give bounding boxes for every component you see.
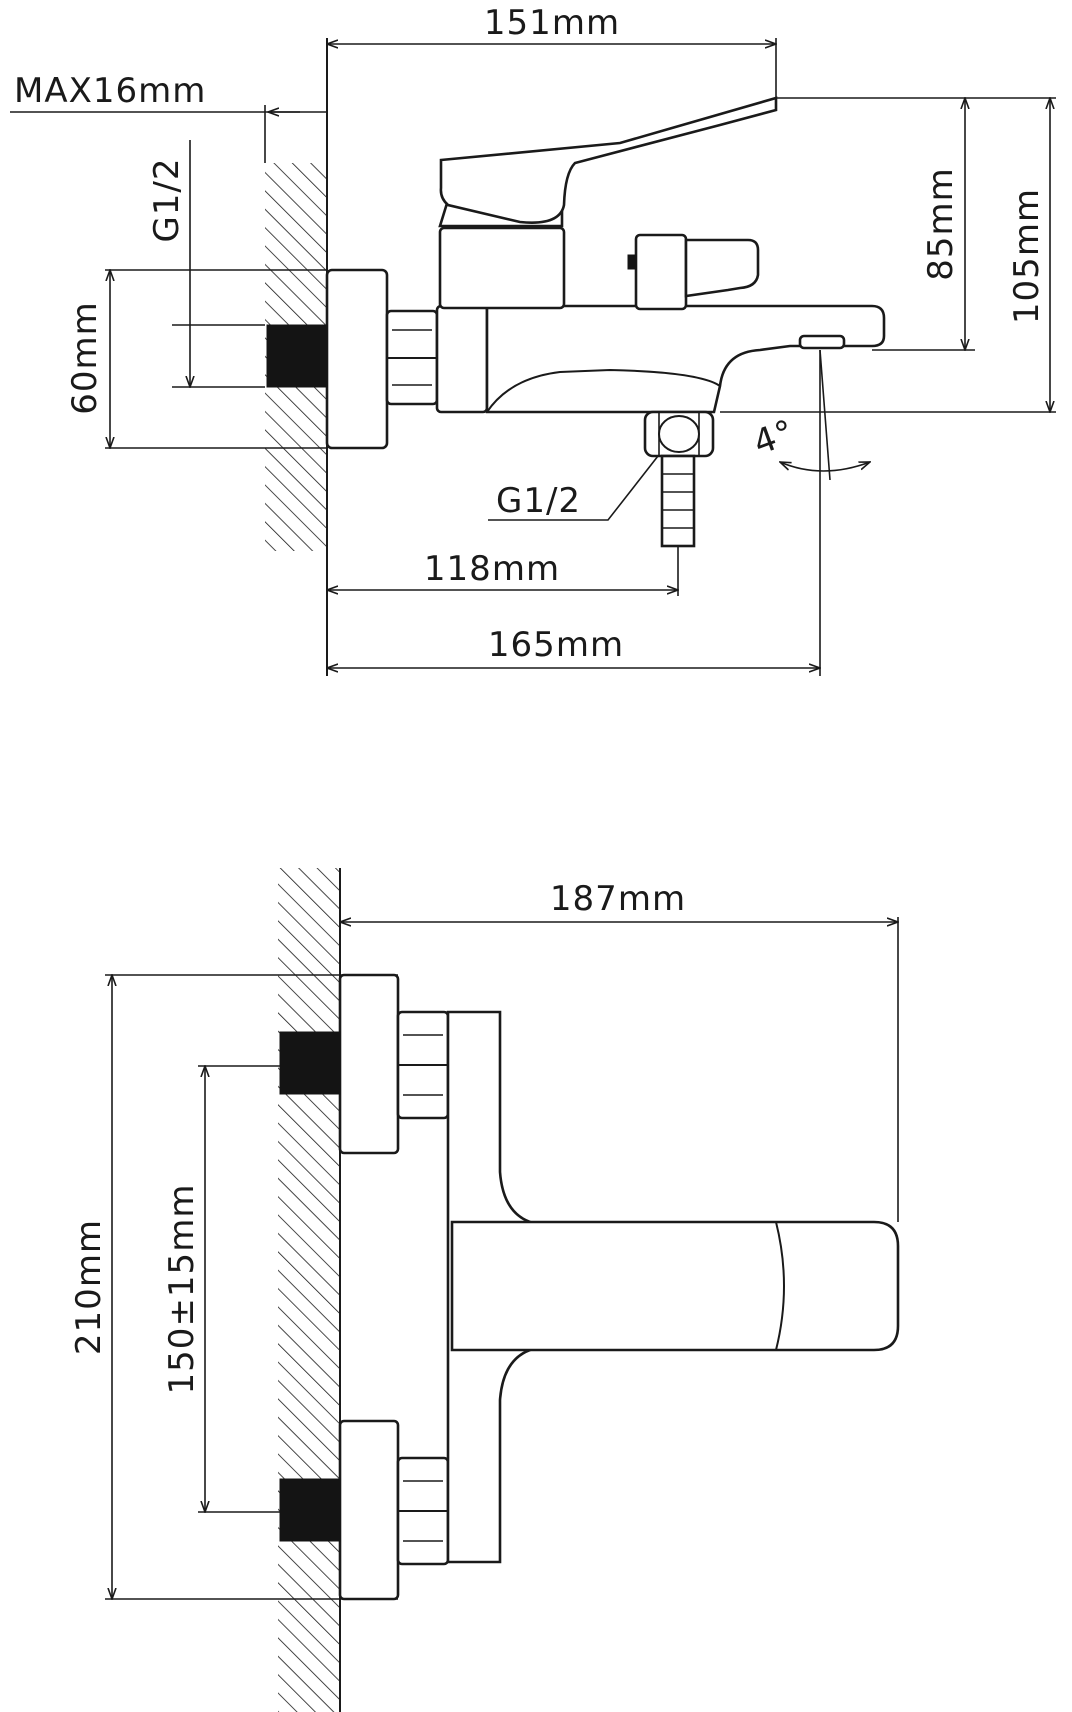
- side-hose-connector: [660, 454, 696, 596]
- top-wall-hatch: [278, 868, 340, 1712]
- top-spout: [450, 1220, 900, 1352]
- side-diverter-knob: [627, 233, 760, 311]
- label-187mm: 187mm: [550, 879, 686, 919]
- side-eccentric-body: [325, 268, 389, 450]
- side-hex-nut: [385, 309, 439, 406]
- top-thread-insert-upper: [279, 1031, 341, 1095]
- label-151mm: 151mm: [484, 3, 620, 43]
- side-outlet-nut: [643, 410, 715, 458]
- top-eccentric-upper: [338, 973, 400, 1155]
- leader-g12-outlet: [488, 455, 659, 521]
- side-mixer-body: [435, 304, 886, 414]
- label-210mm: 210mm: [69, 1219, 109, 1355]
- side-view: 151mm MAX16mm G1/2 60mm 85mm 105mm G1/2 …: [10, 3, 1056, 676]
- label-165mm: 165mm: [488, 625, 624, 665]
- side-angle-arc: [780, 462, 870, 472]
- top-eccentric-lower: [338, 1419, 400, 1601]
- label-150-15mm: 150±15mm: [162, 1184, 202, 1395]
- label-85mm: 85mm: [921, 167, 961, 281]
- label-g12-inlet: G1/2: [147, 157, 187, 242]
- label-max16mm: MAX16mm: [14, 71, 206, 111]
- side-inlet-thread-insert: [266, 324, 328, 388]
- top-hex-nut-upper: [396, 1010, 450, 1120]
- top-thread-insert-lower: [279, 1478, 341, 1542]
- label-105mm: 105mm: [1007, 188, 1047, 324]
- label-4deg: 4°: [748, 412, 800, 463]
- top-hex-nut-lower: [396, 1456, 450, 1566]
- side-lever-handle: [439, 96, 778, 224]
- label-60mm: 60mm: [65, 301, 105, 415]
- label-g12-outlet: G1/2: [496, 481, 581, 521]
- label-118mm: 118mm: [424, 549, 560, 589]
- top-view: 187mm 210mm 150±15mm: [69, 868, 900, 1712]
